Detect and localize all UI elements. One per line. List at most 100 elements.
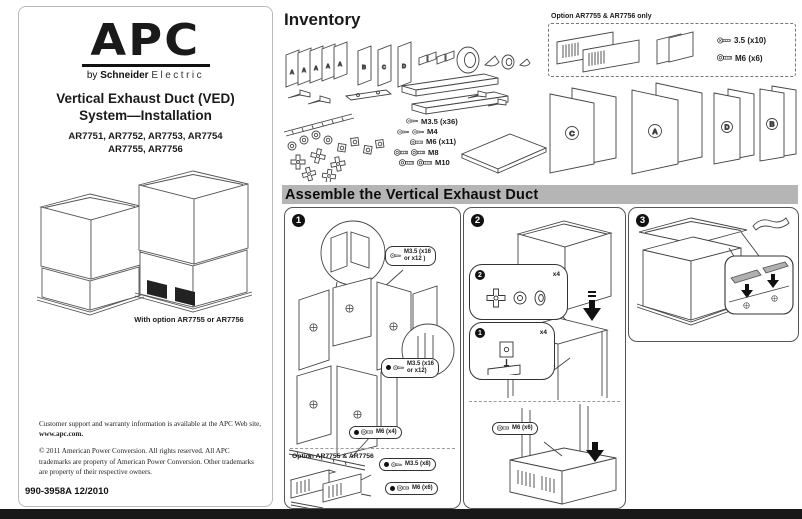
step2-illustration: [506, 220, 617, 505]
screw-icon: [397, 129, 410, 135]
quantity-label: x4: [552, 271, 560, 278]
inventory-parts-illustration: A A A A A B C D: [283, 41, 547, 182]
flat-bar: [344, 89, 393, 101]
screw-icon: [717, 37, 732, 44]
brand-byline: by Schneider Electric: [19, 70, 272, 81]
svg-text:A: A: [326, 64, 330, 70]
callout-text: M3.5 (x16: [407, 361, 435, 367]
bolt-icon: [361, 429, 374, 435]
brand-block: APC by Schneider Electric: [19, 19, 272, 81]
step1-option-label: Option AR7755 & AR7756: [292, 453, 374, 460]
assembly-step-2: 2 2 x4 1 x4 M6 (x6): [463, 207, 626, 509]
svg-text:C: C: [382, 65, 386, 71]
screw-label: M6 (x6): [735, 53, 763, 63]
small-panels-bcd: B C D: [357, 41, 412, 88]
step-number-badge: 3: [636, 214, 649, 227]
option-screw-row-35: 3.5 (x10): [717, 31, 766, 49]
copyright-text: © 2011 American Power Conversion. All ri…: [39, 447, 254, 476]
callout-option-m35: M3.5 (x8): [379, 458, 436, 471]
svg-text:B: B: [362, 65, 366, 71]
models-line-2: AR7755, AR7756: [108, 144, 183, 156]
callout-text: M3.5 (x8): [405, 461, 431, 467]
svg-text:B: B: [769, 122, 774, 129]
callout-m6-x4: M6 (x4): [349, 426, 402, 439]
byline-rest: Electric: [151, 69, 205, 81]
inventory-screw-list: M3.5 (x36) M4 M6 (x11) M8 M10: [394, 116, 458, 168]
svg-text:A: A: [338, 62, 342, 68]
screw-row-m4: M4: [397, 126, 458, 136]
callout-text: or x12 ): [404, 255, 426, 262]
inventory-large-panels: C A D B: [549, 82, 797, 175]
document-number: 990-3958A 12/2010: [25, 485, 109, 497]
svg-text:C: C: [569, 129, 575, 138]
bolt-icon: [717, 54, 733, 62]
screw-row-m8: M8: [394, 147, 458, 157]
step1-option-divider: [290, 448, 455, 449]
page-footer: Customer support and warranty informatio…: [25, 419, 266, 498]
screw-label: M10: [435, 158, 450, 168]
step-number-badge: 2: [471, 214, 484, 227]
support-url: www.apc.com.: [39, 430, 84, 439]
square-nuts: [337, 137, 385, 155]
bolt-icon: [411, 149, 426, 156]
bolt-icon: [397, 485, 410, 491]
panel-pair-c: C: [549, 87, 617, 174]
bolt-icon: [399, 159, 415, 167]
duct-with-option-illustration: [134, 170, 253, 313]
model-numbers: AR7751, AR7752, AR7753, AR7754 AR7755, A…: [19, 130, 272, 158]
bolt-icon: [394, 149, 409, 156]
cross-fasteners: [290, 148, 346, 182]
duct-illustration: [36, 193, 145, 316]
logo-underline: [81, 64, 210, 67]
step2-clip-bubble: 1 x4: [469, 322, 555, 380]
marker-dot-icon: [354, 429, 359, 435]
screw-row-m35: M3.5 (x36): [406, 116, 458, 126]
option-screw-row-m6: M6 (x6): [717, 49, 766, 67]
assembly-step-1: 1 M3.5 (x16 or x12 ) M3.5 (x16 or x12) M…: [284, 207, 461, 509]
byline-name: Schneider: [100, 69, 149, 81]
step1-option-illustration: [289, 469, 372, 508]
svg-text:A: A: [652, 127, 658, 136]
step1-illustration: [288, 220, 455, 471]
title-line-2: System—Installation: [79, 108, 212, 124]
duct-vent: [175, 287, 195, 306]
assembly-title: Assemble the Vertical Exhaust Duct: [285, 186, 539, 203]
callout-m35-b: M3.5 (x16 or x12): [381, 358, 440, 378]
apc-logo: APC: [90, 15, 201, 66]
callout-text: or x12): [407, 367, 427, 374]
quantity-label: x4: [539, 329, 547, 336]
marker-dot-icon: [386, 365, 391, 371]
callout-m35-a: M3.5 (x16 or x12 ): [385, 246, 437, 266]
washers: [287, 130, 333, 151]
support-text: Customer support and warranty informatio…: [39, 419, 266, 439]
screw-row-m10: M10: [399, 158, 458, 168]
inventory-option-label: Option AR7755 & AR7756 only: [551, 13, 652, 20]
left-column: APC by Schneider Electric Vertical Exhau…: [18, 6, 273, 507]
marker-dot-icon: [384, 461, 389, 467]
channel-rails: [401, 73, 509, 115]
marker-dot-icon: [390, 485, 395, 491]
screw-row-m6: M6 (x11): [410, 137, 458, 147]
z-brackets: [467, 90, 507, 107]
gasket-strip: [283, 113, 355, 137]
screw-icon: [406, 118, 419, 124]
assembly-step-3: 3: [628, 207, 799, 342]
svg-text:D: D: [724, 125, 729, 132]
callout-text: M6 (x6): [412, 485, 433, 491]
svg-text:A: A: [302, 68, 306, 74]
screw-label: M8: [428, 147, 439, 157]
top-sheet: [460, 133, 547, 174]
screw-icon: [390, 253, 402, 259]
callout-text: M3.5 (x16: [404, 249, 432, 255]
bolt-icon: [497, 425, 510, 431]
panel-pair-a: A: [631, 82, 703, 175]
bolt-icon: [417, 159, 433, 167]
svg-text:D: D: [402, 64, 406, 70]
step2-divider: [469, 401, 620, 402]
small-panels-a: A A A A A: [285, 41, 348, 88]
callout-m6-x6: M6 (x6): [492, 422, 538, 435]
byline-by: by: [86, 69, 98, 81]
step2-fastener-bubble: 2 x4: [469, 264, 568, 320]
screw-icon: [412, 129, 425, 135]
clip-install-icon: [487, 341, 521, 375]
